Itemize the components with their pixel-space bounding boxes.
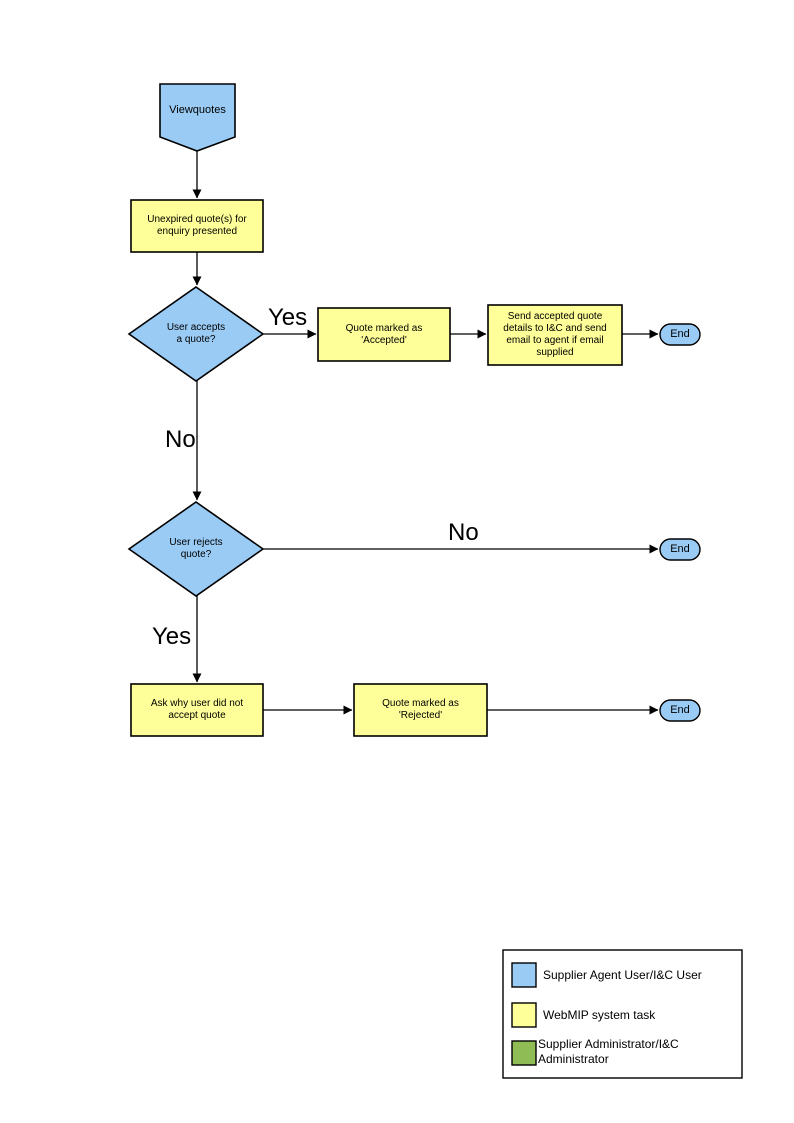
node-terminator-end-no-reject[interactable]	[659, 538, 701, 561]
node-process-quote-rejected[interactable]	[353, 683, 488, 737]
node-start-viewquotes[interactable]	[159, 83, 236, 152]
node-process-ask-why[interactable]	[130, 683, 264, 737]
legend-label-supplier-administrator: Supplier Administrator/I&C Administrator	[538, 1037, 679, 1066]
node-terminator-end-rejected[interactable]	[659, 699, 701, 722]
legend-swatch-supplier-agent	[511, 962, 537, 988]
legend-panel	[502, 949, 743, 1079]
connectors	[192, 150, 659, 715]
node-process-quote-accepted[interactable]	[317, 307, 451, 362]
legend-label-webmip-system: WebMIP system task	[543, 1008, 656, 1022]
legend-swatch-supplier-administrator	[511, 1040, 537, 1066]
legend-swatch-webmip-system	[511, 1002, 537, 1028]
node-terminator-end-accepted[interactable]	[659, 323, 701, 346]
edge-label-yes-rejects: Yes	[152, 623, 192, 650]
node-process-send-accepted-details[interactable]	[487, 304, 623, 366]
node-decision-user-accepts[interactable]	[127, 286, 265, 382]
edge-label-no-accepts: No	[165, 426, 196, 453]
node-decision-user-rejects[interactable]	[127, 501, 265, 597]
edge-label-yes-accepts: Yes	[268, 304, 308, 331]
legend-label-supplier-agent: Supplier Agent User/I&C User	[543, 968, 702, 982]
edge-label-no-rejects: No	[448, 519, 479, 546]
node-process-unexpired-quotes[interactable]	[130, 199, 264, 253]
